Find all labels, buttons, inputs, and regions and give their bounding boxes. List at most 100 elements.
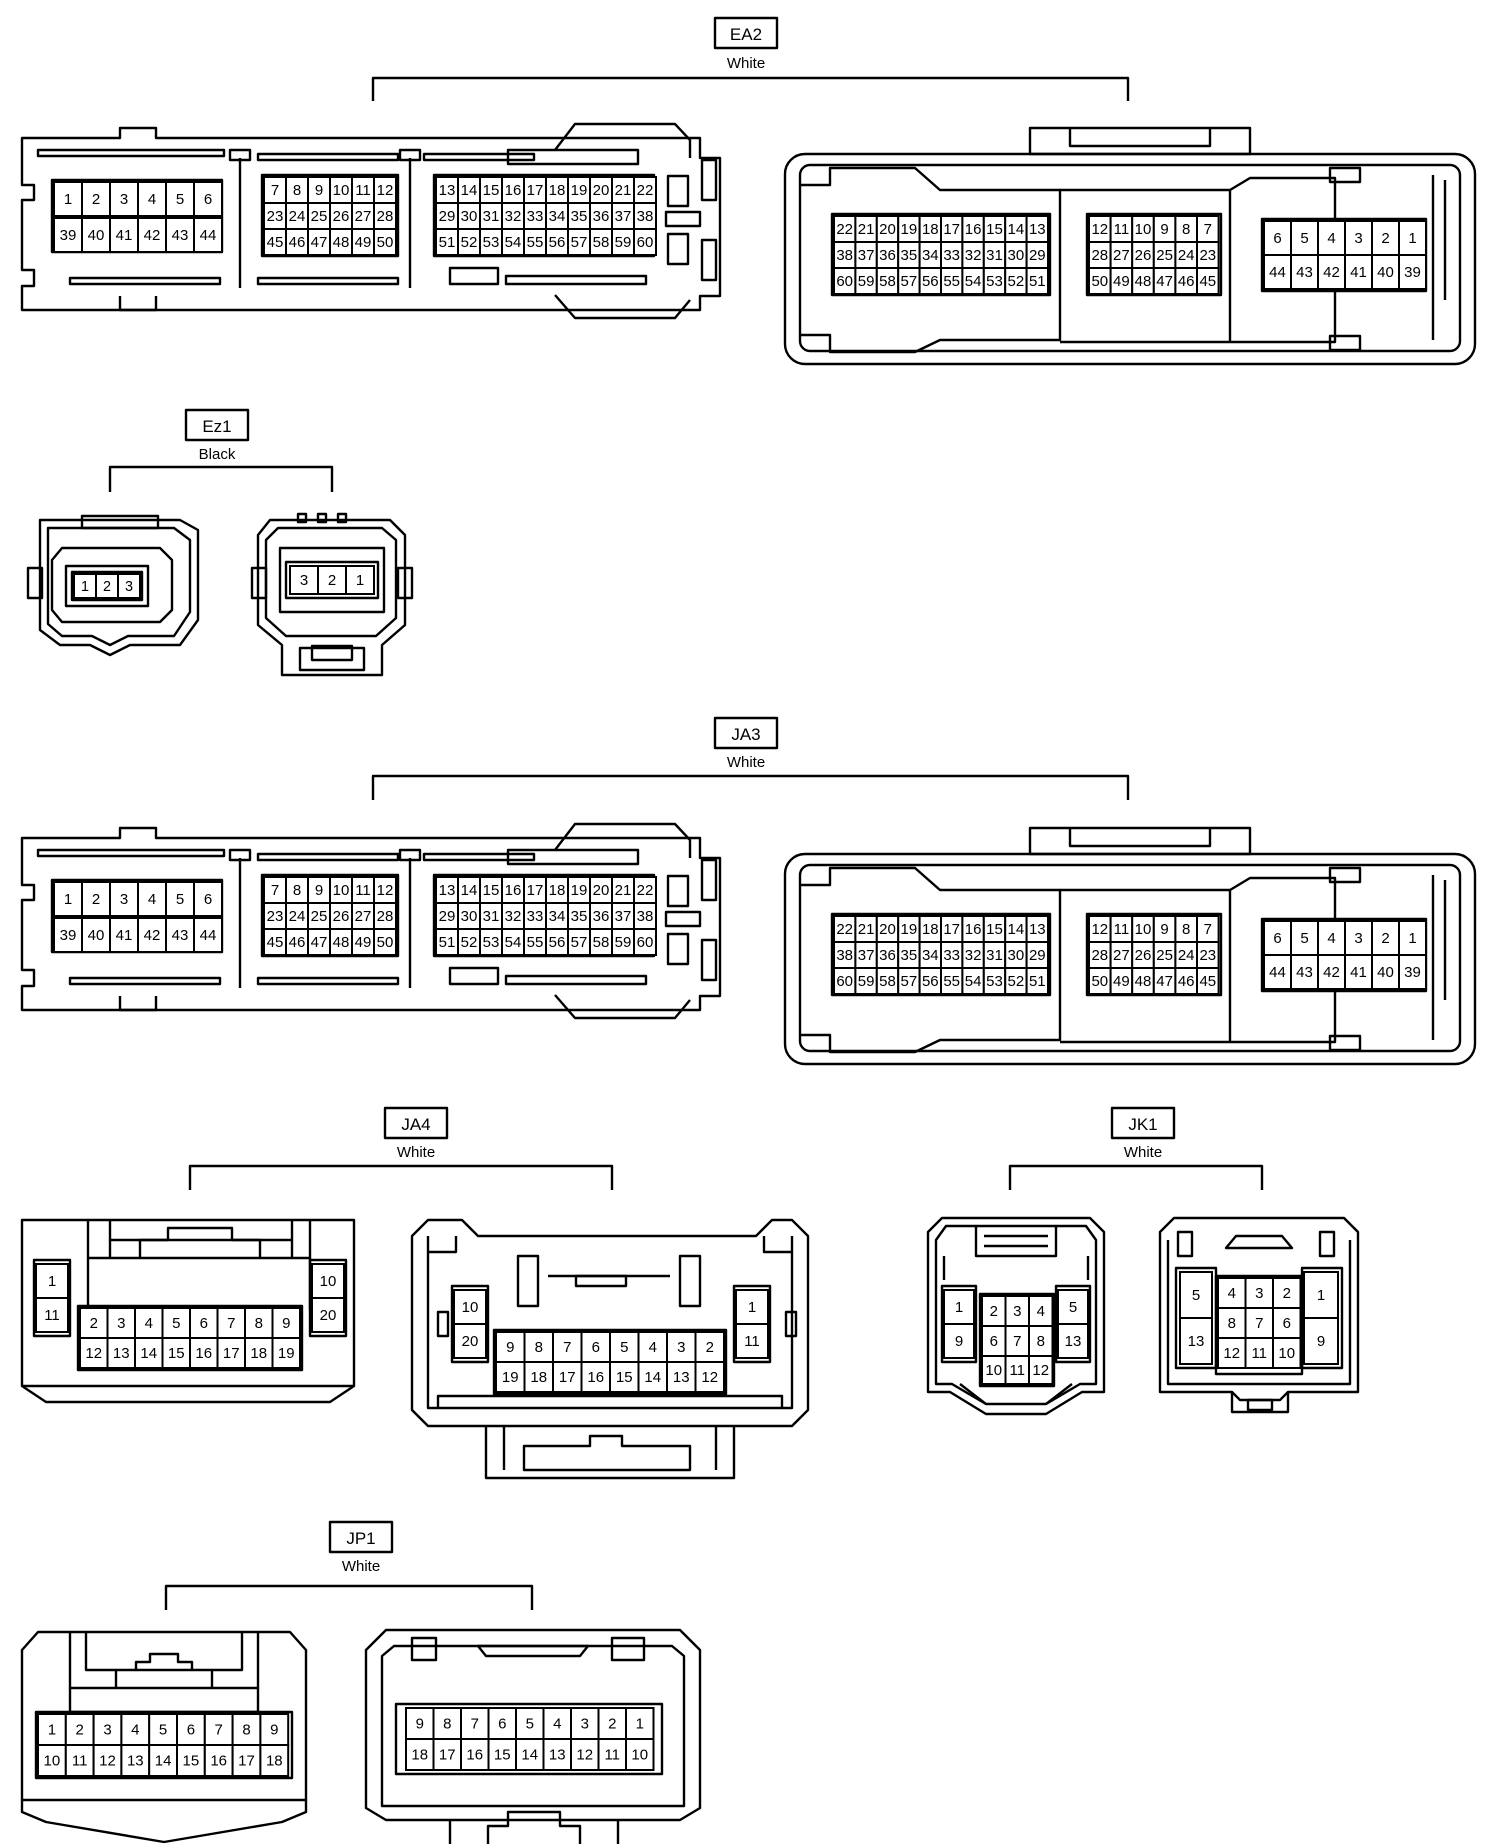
pin-number: 1: [748, 1299, 756, 1316]
EA2-pin-27: 27: [351, 202, 375, 230]
JA3-pin-19: 19: [897, 915, 921, 943]
EA2-pin-56: 56: [545, 228, 569, 256]
pin-number: 1: [64, 191, 72, 208]
pin-number: 10: [985, 1362, 1002, 1379]
EA2-pin-36: 36: [875, 241, 900, 269]
JK1-pin-5: 5: [1057, 1289, 1089, 1325]
JA3-pin-4: 4: [137, 881, 167, 917]
JA3-pin-6: 6: [193, 881, 223, 917]
pin-number: 4: [131, 1722, 139, 1739]
pin-number: 18: [549, 182, 566, 199]
pin-number: 9: [315, 182, 323, 199]
EA2-pin-39: 39: [1398, 254, 1427, 290]
JA3-pin-53: 53: [479, 928, 503, 956]
JA3-pin-6: 6: [1263, 920, 1292, 956]
JK1-pin-8: 8: [1028, 1325, 1054, 1357]
pin-number: 2: [608, 1716, 616, 1733]
EA2-pin-7: 7: [263, 176, 287, 204]
JA3-pin-2: 2: [1371, 920, 1400, 956]
pin-number: 42: [1323, 264, 1340, 281]
pin-number: 2: [1381, 930, 1389, 947]
JA4-pin-9: 9: [495, 1331, 526, 1363]
JA3-pin-45: 45: [263, 928, 287, 956]
JP1-pin-11: 11: [597, 1738, 627, 1771]
JP1-pin-18: 18: [259, 1744, 290, 1777]
JP1-pin-14: 14: [515, 1738, 545, 1771]
pin-number: 6: [990, 1333, 998, 1350]
JA4-pin-13: 13: [666, 1361, 697, 1393]
JA4-pin-18: 18: [523, 1361, 554, 1393]
JA3-pin-7: 7: [263, 876, 287, 904]
JK1-pin-12: 12: [1217, 1337, 1247, 1369]
pin-number: 47: [1156, 273, 1173, 290]
EA2-pin-20: 20: [589, 176, 613, 204]
pin-number: 41: [1350, 964, 1367, 981]
JK1-pin-1: 1: [1303, 1271, 1339, 1319]
JA3-pin-5: 5: [165, 881, 195, 917]
EA2-pin-19: 19: [567, 176, 591, 204]
JA3-pin-41: 41: [1344, 954, 1373, 990]
Ez1-pin-2: 2: [317, 565, 347, 595]
JP1-pin-2: 2: [597, 1707, 627, 1740]
pin-number: 11: [44, 1307, 60, 1324]
EA2-pin-2: 2: [1371, 220, 1400, 256]
EA2-pin-25: 25: [1152, 241, 1177, 269]
pin-number: 34: [922, 247, 939, 264]
pin-number: 29: [1029, 247, 1046, 264]
JA3-pin-3: 3: [1344, 920, 1373, 956]
housing-right-JP1: [364, 1628, 702, 1844]
pin-number: 15: [483, 182, 500, 199]
EA2-pin-40: 40: [1371, 254, 1400, 290]
EA2-pin-51: 51: [435, 228, 459, 256]
connector-color-Ez1: Black: [199, 446, 236, 463]
pin-number: 49: [355, 934, 372, 951]
pin-number: 4: [553, 1716, 561, 1733]
JA3-pin-1: 1: [53, 881, 83, 917]
JK1-pin-8: 8: [1217, 1307, 1247, 1339]
pin-number: 3: [1354, 230, 1362, 247]
JA4-pin-10: 10: [311, 1263, 345, 1299]
JP1-pin-14: 14: [148, 1744, 178, 1777]
pin-number: 12: [99, 1753, 116, 1770]
pin-number: 2: [328, 572, 336, 589]
JA3-pin-19: 19: [567, 876, 591, 904]
pin-number: 22: [637, 882, 654, 899]
EA2-pin-48: 48: [1131, 267, 1155, 295]
EA2-pin-31: 31: [479, 202, 503, 230]
JA4-pin-11: 11: [35, 1297, 69, 1333]
pin-number: 55: [527, 934, 544, 951]
EA2-pin-28: 28: [373, 202, 397, 230]
pin-number: 56: [922, 273, 939, 290]
JA3-pin-37: 37: [611, 902, 635, 930]
EA2-pin-16: 16: [501, 176, 525, 204]
pin-number: 16: [965, 221, 982, 238]
pin-number: 43: [172, 927, 189, 944]
pin-number: 54: [505, 234, 522, 251]
JA3-pin-11: 11: [351, 876, 375, 904]
pin-number: 12: [1091, 221, 1108, 238]
pin-number: 44: [200, 227, 217, 244]
pin-number: 12: [1091, 921, 1108, 938]
EA2-pin-60: 60: [833, 267, 857, 295]
JK1-pin-7: 7: [1004, 1325, 1030, 1357]
JA4-pin-8: 8: [244, 1307, 274, 1339]
pin-number: 23: [267, 208, 284, 225]
EA2-pin-32: 32: [501, 202, 525, 230]
pin-number: 55: [943, 273, 960, 290]
pin-number: 18: [266, 1753, 283, 1770]
pin-number: 4: [649, 1339, 657, 1356]
pin-number: 53: [483, 234, 500, 251]
EA2-pin-59: 59: [854, 267, 878, 295]
JA3-pin-26: 26: [1131, 941, 1155, 969]
JA3-pin-49: 49: [1109, 967, 1134, 995]
JA4-pin-13: 13: [106, 1337, 136, 1369]
pin-number: 15: [183, 1753, 200, 1770]
pin-number: 6: [1273, 230, 1281, 247]
pin-number: 9: [282, 1315, 290, 1332]
JA3-pin-49: 49: [351, 928, 375, 956]
pin-number: 27: [355, 908, 372, 925]
pin-number: 17: [943, 921, 960, 938]
pin-number: 9: [315, 882, 323, 899]
pin-number: 37: [858, 947, 875, 964]
pin-number: 20: [593, 182, 610, 199]
